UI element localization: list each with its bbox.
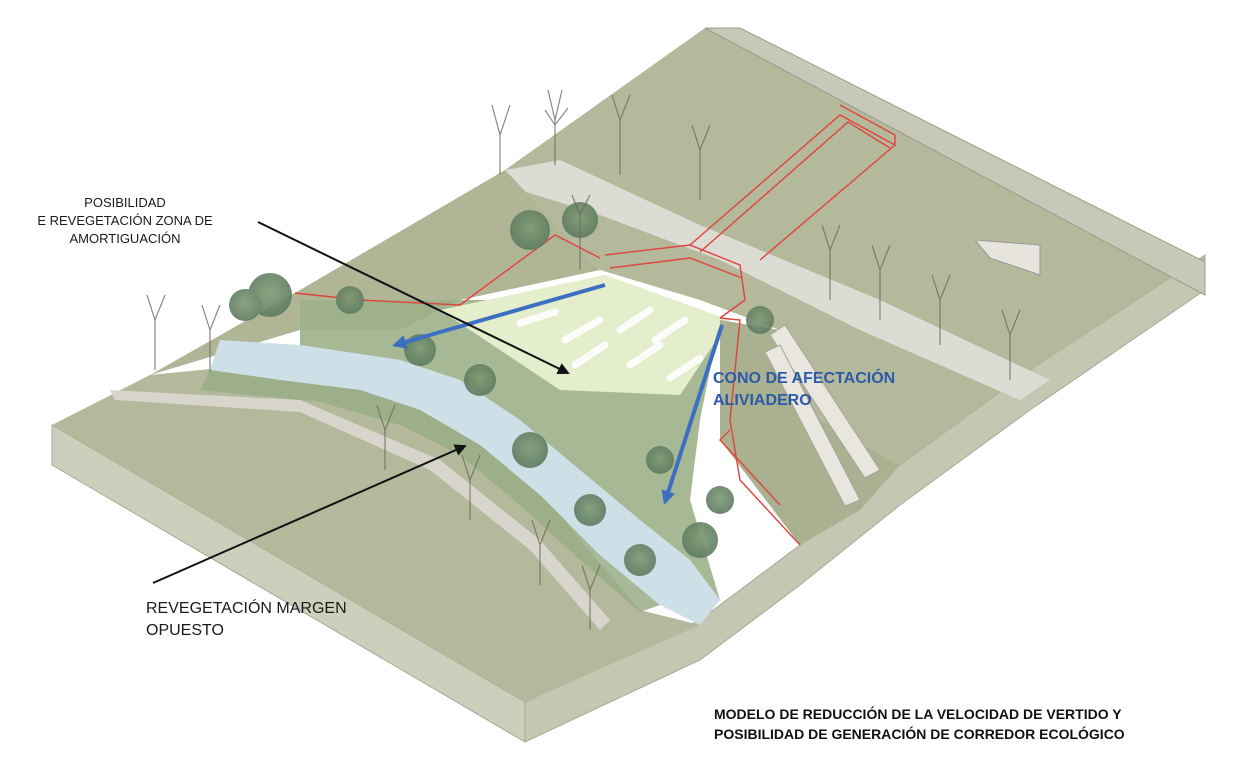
buffer-zone-label-line1: POSIBILIDAD [84, 195, 166, 210]
spillway-cone-label-line2: ALIVIADERO [713, 392, 812, 409]
spillway-bars [516, 306, 704, 382]
drainage-channel [769, 324, 881, 479]
buffer-zone-label-line3: AMORTIGUACIÓN [69, 231, 181, 246]
opposite-bank-label-line1: REVEGETACIÓN MARGEN [146, 600, 347, 617]
opposite-bank-vegetation [200, 370, 660, 612]
opposite-bank-pointer [152, 444, 467, 584]
gravel-road [505, 160, 1050, 400]
near-bank-field [52, 360, 700, 702]
diagram-title-line2: POSIBILIDAD DE GENERACIÓN DE CORREDOR EC… [714, 726, 1125, 742]
left-plateau [150, 170, 600, 375]
buffer-zone-label-line2: E REVEGETACIÓN ZONA DE [37, 213, 213, 228]
cone-arrow-right [661, 324, 724, 505]
diagram-title: MODELO DE REDUCCIÓN DE LA VELOCIDAD DE V… [714, 704, 1125, 744]
near-bank-path [110, 390, 610, 630]
outfall-structure [973, 239, 1041, 276]
buffer-zone-pointer [257, 221, 570, 375]
far-terrace [505, 28, 1205, 465]
buffer-zone-label: POSIBILIDAD E REVEGETACIÓN ZONA DE AMORT… [20, 194, 230, 248]
drainage-channel-2 [764, 344, 861, 507]
pointer-arrows [152, 221, 570, 584]
river [210, 340, 720, 625]
opposite-bank-label-line2: OPUESTO [146, 622, 224, 639]
embankment-strip [704, 27, 1206, 296]
buffer-zone-meadow [440, 275, 730, 395]
opposite-bank-label: REVEGETACIÓN MARGEN OPUESTO [146, 598, 347, 642]
diagram-title-line1: MODELO DE REDUCCIÓN DE LA VELOCIDAD DE V… [714, 706, 1122, 722]
spillway-cone-label: CONO DE AFECTACIÓN ALIVIADERO [713, 368, 895, 412]
cone-arrow-left [392, 283, 606, 349]
spillway-cone-arrows [392, 283, 724, 505]
spillway-cone-label-line1: CONO DE AFECTACIÓN [713, 370, 896, 387]
